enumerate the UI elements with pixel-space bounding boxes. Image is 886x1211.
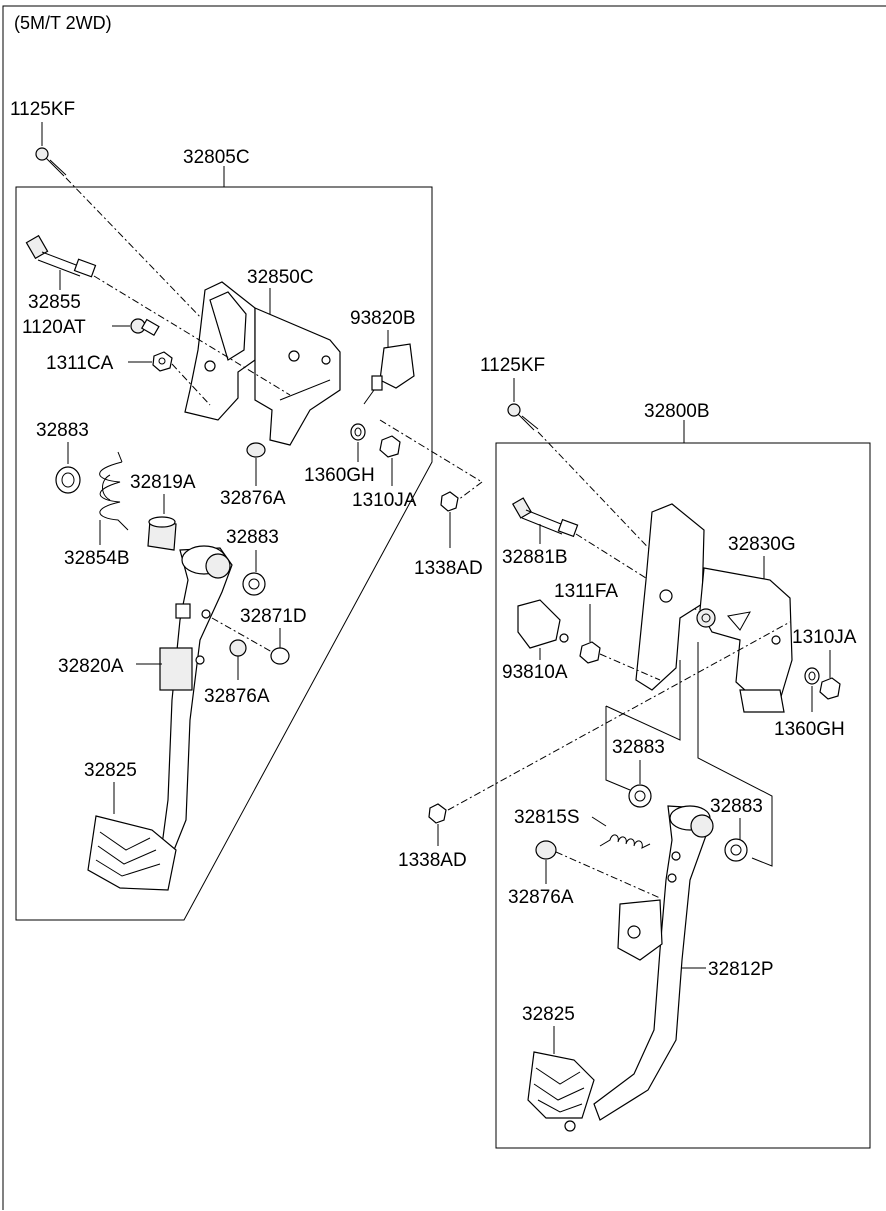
guide-line: [605, 706, 631, 791]
guide-line: [65, 177, 206, 323]
label-32876A: 32876A: [220, 488, 286, 509]
label-1338AD: 1338AD: [414, 558, 483, 579]
label-32876A-arm: 32876A: [204, 686, 270, 707]
label-93820B: 93820B: [350, 308, 416, 329]
label-1125KF-right: 1125KF: [480, 355, 545, 376]
guide-line: [537, 431, 661, 561]
label-32883: 32883: [36, 420, 89, 441]
nut-icon: [440, 491, 459, 512]
label-32854B: 32854B: [64, 548, 130, 569]
label-32855: 32855: [28, 292, 81, 313]
label-32830G: 32830G: [728, 534, 796, 555]
right-assembly-box: [495, 442, 871, 1149]
label-1310JA: 1310JA: [352, 490, 417, 511]
label-1311CA: 1311CA: [46, 353, 114, 374]
label-1125KF: 1125KF: [10, 99, 75, 120]
bushing-icon: [628, 784, 652, 808]
label-32881B: 32881B: [502, 547, 568, 568]
label-32871D: 32871D: [240, 606, 307, 627]
bolt-icon: [507, 403, 539, 431]
leader: [591, 816, 607, 827]
guide-line: [93, 275, 291, 396]
stopper-icon: [229, 639, 247, 657]
label-1338AD-right: 1338AD: [398, 850, 467, 871]
label-1120AT: 1120AT: [22, 317, 86, 338]
label-1360GH-right: 1360GH: [774, 719, 845, 740]
sleeve-icon: [147, 516, 177, 551]
spring-icon: [99, 451, 129, 531]
bushing-icon: [55, 466, 81, 494]
brake-pedal-arm-icon: [593, 805, 714, 1121]
pedal-bracket-icon: [635, 503, 793, 713]
guide-line: [697, 642, 773, 867]
label-32812P: 32812P: [708, 959, 774, 980]
label-32883-right: 32883: [226, 527, 279, 548]
label-1360GH: 1360GH: [304, 465, 375, 486]
label-93810A: 93810A: [502, 662, 568, 683]
label-32876A-right: 32876A: [508, 887, 574, 908]
left-assembly: 32805C 1125KF 32850C 3: [10, 99, 483, 921]
nut-icon: [819, 677, 841, 700]
guide-line: [605, 660, 681, 741]
label-32883-right-left: 32883: [612, 737, 665, 758]
nut-icon: [379, 435, 401, 458]
guide-line: [555, 851, 661, 899]
right-assembly: 32800B 1125KF 32881B 32830G: [398, 355, 871, 1149]
pedal-pad-icon: [527, 1051, 595, 1132]
guide-line: [457, 481, 483, 501]
spring-icon: [599, 834, 651, 849]
label-1311FA: 1311FA: [554, 581, 618, 602]
pin-icon: [270, 647, 290, 665]
guide-line: [171, 363, 211, 406]
variant-title: (5M/T 2WD): [14, 13, 112, 33]
bushing-icon: [242, 572, 266, 596]
washer-icon: [804, 667, 820, 685]
pedal-bracket-icon: [184, 281, 341, 446]
guide-line: [599, 653, 661, 681]
nut-icon: [579, 641, 601, 664]
bolt-icon: [130, 318, 160, 337]
stopper-icon: [535, 840, 557, 860]
label-32825-right: 32825: [522, 1004, 575, 1025]
label-32815S: 32815S: [514, 807, 580, 828]
nut-icon: [152, 351, 173, 372]
left-assembly-box: [15, 186, 433, 921]
bushing-icon: [724, 838, 748, 862]
guide-line: [447, 621, 791, 811]
pedal-pad-icon: [87, 815, 177, 891]
outer-frame: [2, 5, 886, 1210]
guide-line: [379, 419, 483, 483]
assembly-label-32805C: 32805C: [183, 147, 250, 168]
switch-icon: [363, 343, 415, 405]
nut-icon: [428, 803, 447, 824]
pivot-bolt-icon: [511, 497, 579, 538]
pivot-bolt-icon: [25, 234, 97, 278]
label-32825: 32825: [84, 760, 137, 781]
stopper-icon: [246, 442, 266, 458]
label-32883-right-right: 32883: [710, 796, 763, 817]
switch-icon: [517, 599, 569, 649]
label-32850C: 32850C: [247, 267, 314, 288]
clutch-pedal-arm-icon: [159, 545, 233, 861]
label-1310JA-right: 1310JA: [792, 627, 857, 648]
bolt-icon: [35, 147, 67, 177]
washer-icon: [350, 423, 366, 441]
guide-line: [211, 617, 273, 653]
assembly-label-32800B: 32800B: [644, 401, 710, 422]
label-32819A: 32819A: [130, 472, 196, 493]
label-32820A: 32820A: [58, 656, 124, 677]
